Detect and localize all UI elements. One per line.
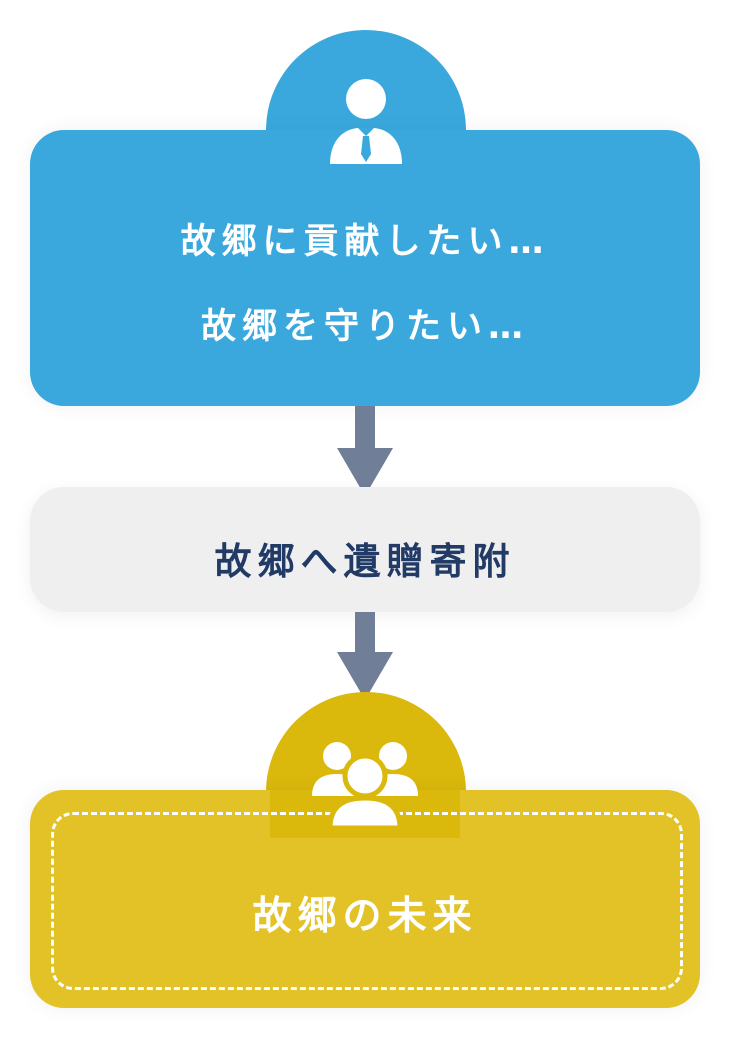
down-arrow: [337, 406, 393, 496]
businessperson-icon: [330, 79, 402, 164]
top-card: [30, 130, 700, 406]
bottom-card-label: 故郷の未来: [252, 894, 478, 939]
middle-card: [30, 487, 700, 612]
top-card-line-1: 故郷に貢献したい…: [180, 222, 550, 262]
group-icon: [312, 742, 418, 830]
down-arrow: [337, 612, 393, 700]
middle-card-label: 故郷へ遺贈寄附: [214, 540, 516, 583]
top-card-line-2: 故郷を守りたい…: [200, 307, 529, 347]
